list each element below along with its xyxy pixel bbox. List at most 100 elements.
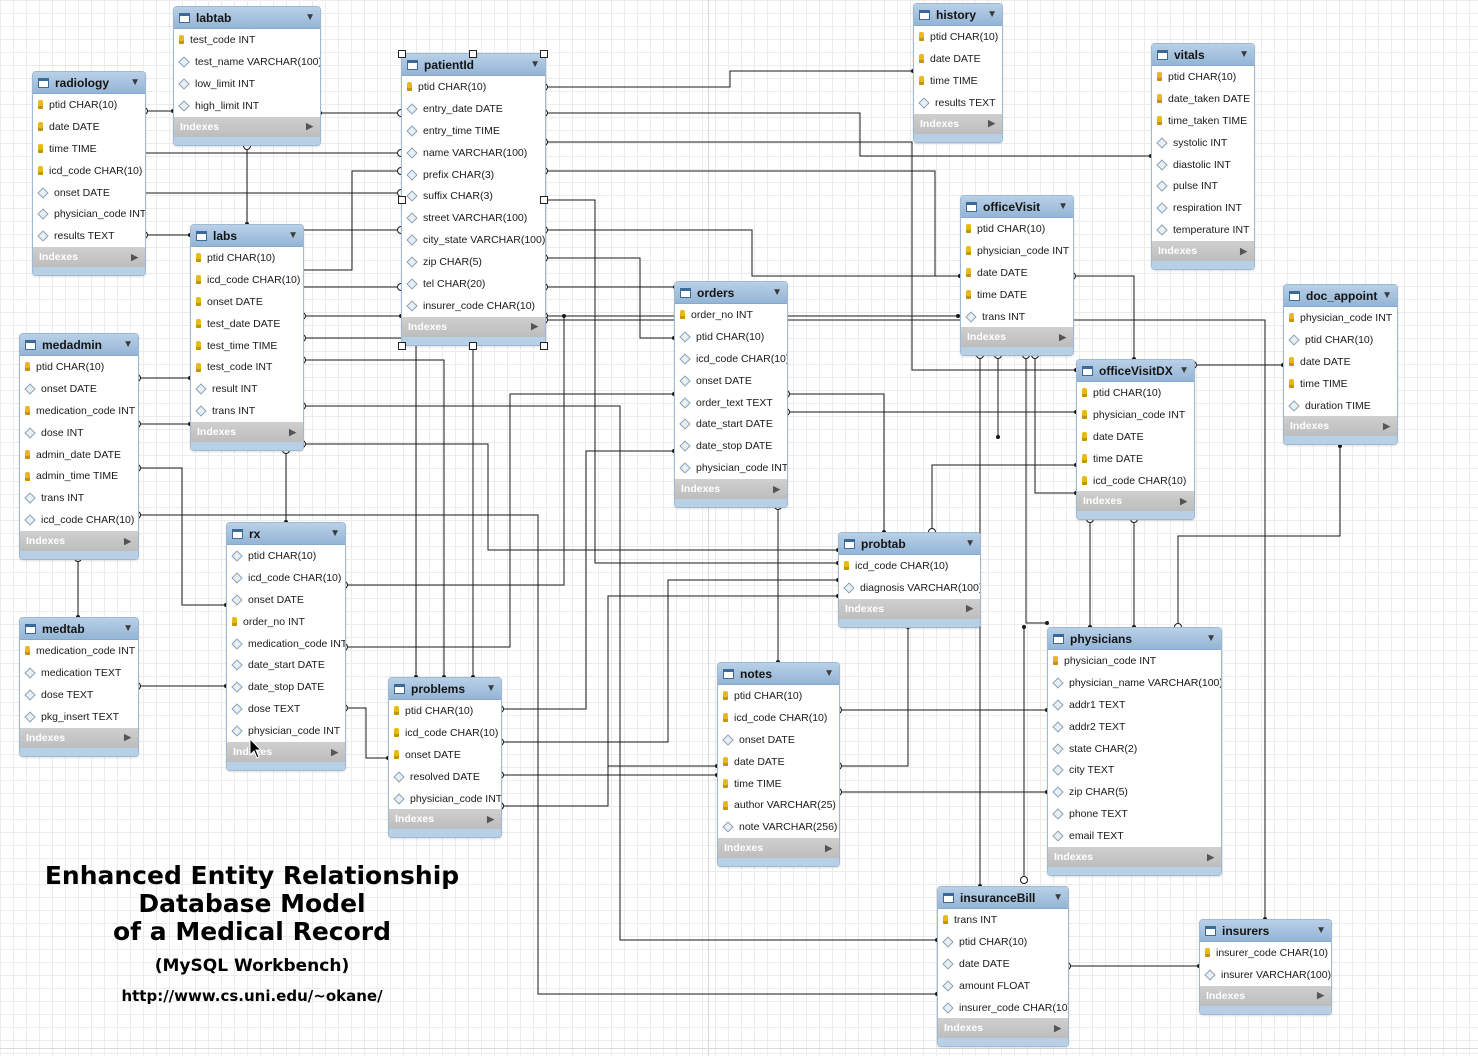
expand-arrow-icon[interactable]: ▶ — [331, 746, 338, 757]
indexes-section[interactable]: Indexes▶ — [1284, 416, 1397, 437]
column-row[interactable]: email TEXT — [1048, 825, 1221, 847]
column-row[interactable]: icd_code CHAR(10) — [227, 567, 345, 589]
dropdown-arrow-icon[interactable]: ▼ — [772, 287, 782, 298]
indexes-section[interactable]: Indexes▶ — [20, 531, 138, 552]
selection-handle[interactable] — [398, 50, 406, 58]
selection-handle[interactable] — [540, 342, 548, 350]
table-header[interactable]: insuranceBill▼ — [938, 887, 1068, 909]
column-row[interactable]: prefix CHAR(3) — [402, 164, 545, 186]
column-row[interactable]: insurer_code CHAR(10) — [938, 997, 1068, 1019]
column-row[interactable]: ptid CHAR(10) — [402, 76, 545, 98]
indexes-section[interactable]: Indexes▶ — [33, 247, 145, 268]
column-row[interactable]: date_stop DATE — [227, 676, 345, 698]
column-row[interactable]: zip CHAR(5) — [402, 251, 545, 273]
indexes-section[interactable]: Indexes▶ — [1077, 491, 1194, 512]
column-row[interactable]: resolved DATE — [389, 766, 501, 788]
column-row[interactable]: insurer VARCHAR(100) — [1200, 964, 1331, 986]
column-row[interactable]: physician_code INT — [1077, 404, 1194, 426]
dropdown-arrow-icon[interactable]: ▼ — [530, 59, 540, 70]
table-header[interactable]: officeVisitDX▼ — [1077, 360, 1194, 382]
column-row[interactable]: ptid CHAR(10) — [914, 26, 1002, 48]
table-header[interactable]: radiology▼ — [33, 72, 145, 94]
table-header[interactable]: insurers▼ — [1200, 920, 1331, 942]
selection-handle[interactable] — [469, 50, 477, 58]
table-probtab[interactable]: probtab▼icd_code CHAR(10)diagnosis VARCH… — [838, 532, 981, 628]
dropdown-arrow-icon[interactable]: ▼ — [1316, 925, 1326, 936]
table-header[interactable]: patientId▼ — [402, 54, 545, 76]
expand-arrow-icon[interactable]: ▶ — [1059, 331, 1066, 342]
dropdown-arrow-icon[interactable]: ▼ — [1053, 892, 1063, 903]
dropdown-arrow-icon[interactable]: ▼ — [288, 230, 298, 241]
column-row[interactable]: medication_code INT — [20, 400, 138, 422]
indexes-section[interactable]: Indexes▶ — [1152, 241, 1254, 262]
table-header[interactable]: officeVisit▼ — [961, 196, 1073, 218]
column-row[interactable]: time TIME — [1284, 373, 1397, 395]
column-row[interactable]: date DATE — [718, 751, 839, 773]
column-row[interactable]: admin_time TIME — [20, 465, 138, 487]
column-row[interactable]: onset DATE — [33, 182, 145, 204]
column-row[interactable]: physician_code INT — [675, 457, 787, 479]
column-row[interactable]: suffix CHAR(3) — [402, 185, 545, 207]
column-row[interactable]: dose TEXT — [227, 698, 345, 720]
column-row[interactable]: pulse INT — [1152, 175, 1254, 197]
table-header[interactable]: orders▼ — [675, 282, 787, 304]
column-row[interactable]: icd_code CHAR(10) — [718, 707, 839, 729]
column-row[interactable]: date DATE — [33, 116, 145, 138]
expand-arrow-icon[interactable]: ▶ — [773, 483, 780, 494]
expand-arrow-icon[interactable]: ▶ — [1240, 245, 1247, 256]
column-row[interactable]: time TIME — [33, 138, 145, 160]
indexes-section[interactable]: Indexes▶ — [914, 113, 1002, 134]
dropdown-arrow-icon[interactable]: ▼ — [1058, 201, 1068, 212]
dropdown-arrow-icon[interactable]: ▼ — [1239, 49, 1249, 60]
column-row[interactable]: date_start DATE — [227, 654, 345, 676]
column-row[interactable]: ptid CHAR(10) — [718, 685, 839, 707]
column-row[interactable]: icd_code CHAR(10) — [1077, 470, 1194, 492]
column-row[interactable]: entry_time TIME — [402, 120, 545, 142]
table-insurers[interactable]: insurers▼insurer_code CHAR(10)insurer VA… — [1199, 919, 1332, 1015]
column-row[interactable]: onset DATE — [227, 589, 345, 611]
column-row[interactable]: date_stop DATE — [675, 435, 787, 457]
column-row[interactable]: medication_code INT — [227, 633, 345, 655]
table-header[interactable]: vitals▼ — [1152, 44, 1254, 66]
column-row[interactable]: date DATE — [1284, 351, 1397, 373]
column-row[interactable]: time TIME — [718, 773, 839, 795]
column-row[interactable]: ptid CHAR(10) — [1077, 382, 1194, 404]
column-row[interactable]: test_date DATE — [191, 313, 303, 335]
column-row[interactable]: physician_code INT — [389, 788, 501, 810]
column-row[interactable]: physician_code INT — [1284, 307, 1397, 329]
dropdown-arrow-icon[interactable]: ▼ — [824, 668, 834, 679]
selection-handle[interactable] — [540, 50, 548, 58]
column-row[interactable]: physician_name VARCHAR(100) — [1048, 672, 1221, 694]
column-row[interactable]: test_code INT — [174, 29, 320, 51]
column-row[interactable]: respiration INT — [1152, 197, 1254, 219]
expand-arrow-icon[interactable]: ▶ — [124, 732, 131, 743]
expand-arrow-icon[interactable]: ▶ — [1207, 851, 1214, 862]
column-row[interactable]: time TIME — [914, 70, 1002, 92]
expand-arrow-icon[interactable]: ▶ — [1383, 420, 1390, 431]
column-row[interactable]: author VARCHAR(25) — [718, 794, 839, 816]
column-row[interactable]: onset DATE — [675, 370, 787, 392]
column-row[interactable]: trans INT — [20, 487, 138, 509]
column-row[interactable]: trans INT — [938, 909, 1068, 931]
expand-arrow-icon[interactable]: ▶ — [531, 321, 538, 332]
column-row[interactable]: diastolic INT — [1152, 154, 1254, 176]
column-row[interactable]: date_start DATE — [675, 413, 787, 435]
table-header[interactable]: medtab▼ — [20, 618, 138, 640]
column-row[interactable]: high_limit INT — [174, 95, 320, 117]
column-row[interactable]: time DATE — [1077, 448, 1194, 470]
column-row[interactable]: addr1 TEXT — [1048, 694, 1221, 716]
column-row[interactable]: ptid CHAR(10) — [1152, 66, 1254, 88]
table-header[interactable]: history▼ — [914, 4, 1002, 26]
column-row[interactable]: order_no INT — [675, 304, 787, 326]
table-header[interactable]: rx▼ — [227, 523, 345, 545]
expand-arrow-icon[interactable]: ▶ — [131, 251, 138, 262]
column-row[interactable]: date DATE — [961, 262, 1073, 284]
column-row[interactable]: onset DATE — [389, 744, 501, 766]
indexes-section[interactable]: Indexes▶ — [20, 727, 138, 748]
